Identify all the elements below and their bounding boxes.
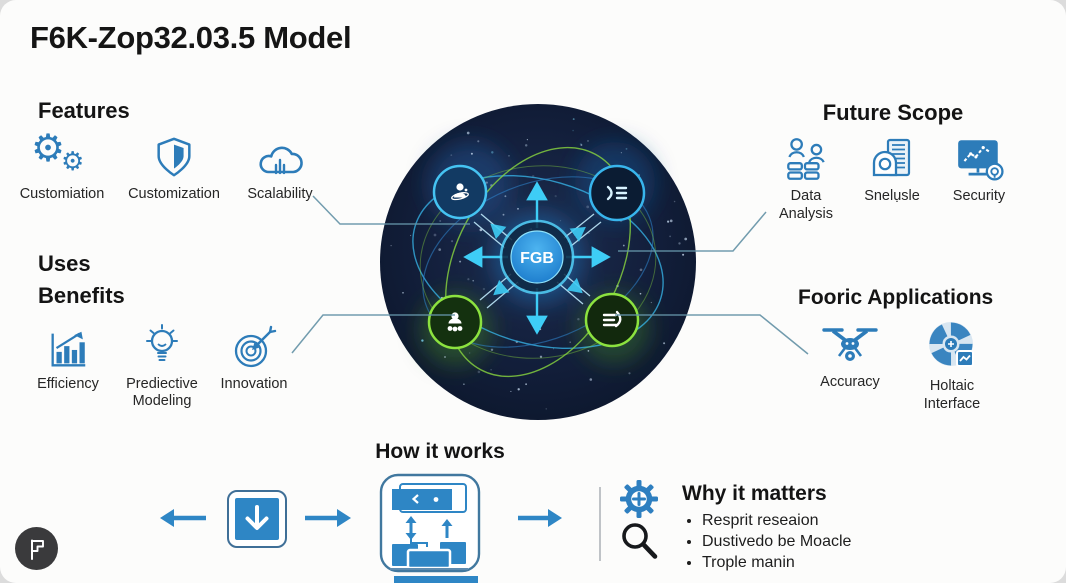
fooric-applications-section: Fooric Applications Accuracy bbox=[798, 286, 1018, 413]
why-bullet: Resprit reseaion bbox=[702, 510, 1012, 531]
data-team-icon bbox=[781, 132, 831, 184]
flow-arrow-left-icon bbox=[160, 505, 208, 531]
center-node-label: FGB bbox=[520, 250, 554, 267]
future-item: Data Analysis bbox=[765, 132, 847, 223]
node-user-group bbox=[429, 296, 481, 348]
why-bullet: Trople manin bbox=[702, 552, 1012, 573]
bar-chart-icon bbox=[45, 320, 91, 372]
features-section: Features ⚙⚙ Customiation Customization bbox=[30, 98, 350, 204]
uses-benefits-section: Uses Benefits Efficiency bbox=[30, 248, 340, 411]
application-label: Accuracy bbox=[820, 374, 880, 392]
future-scope-section: Future Scope Data Analysis bbox=[765, 100, 1021, 223]
benefit-label: Efficiency bbox=[37, 376, 99, 394]
node-list-blue bbox=[590, 166, 644, 220]
gear-plus-icon bbox=[618, 478, 660, 520]
magnifier-icon bbox=[616, 519, 660, 563]
future-item: Security bbox=[937, 132, 1021, 206]
benefit-item: Innovation bbox=[208, 320, 300, 394]
uses-heading: Uses bbox=[38, 248, 340, 280]
future-scope-heading: Future Scope bbox=[765, 100, 1021, 126]
future-label: Security bbox=[953, 188, 1005, 206]
application-label: Holtaic Interface bbox=[912, 378, 992, 413]
cloud-scale-icon bbox=[256, 130, 304, 182]
feature-item: Scalability bbox=[232, 130, 328, 204]
flag-button[interactable] bbox=[15, 527, 58, 570]
node-users bbox=[434, 166, 486, 218]
bottom-blue-strip bbox=[394, 576, 478, 583]
why-bullet: Dustivedo be Moacle bbox=[702, 531, 1012, 552]
benefit-item: Efficiency bbox=[20, 320, 116, 394]
why-it-matters-heading: Why it matters bbox=[682, 482, 1012, 506]
circular-interface-icon bbox=[924, 318, 980, 374]
gears-icon: ⚙⚙ bbox=[31, 130, 93, 182]
page-title: F6K-Zop32.03.5 Model bbox=[30, 20, 351, 56]
benefit-item: Prediective Modeling bbox=[116, 320, 208, 411]
shield-icon bbox=[151, 130, 197, 182]
list-arrow-icon bbox=[608, 187, 626, 199]
future-item: Snelụsle bbox=[847, 132, 937, 206]
future-label: Data Analysis bbox=[774, 188, 838, 223]
benefit-label: Prediective Modeling bbox=[119, 376, 205, 411]
vertical-divider bbox=[599, 487, 601, 561]
flag-icon bbox=[26, 537, 48, 561]
node-list-green bbox=[586, 294, 638, 346]
monitor-chart-icon bbox=[954, 132, 1004, 184]
benefits-heading: Benefits bbox=[38, 280, 340, 312]
download-box-icon bbox=[227, 490, 287, 548]
node-center-fgb: FGB bbox=[501, 221, 573, 293]
why-it-matters-list: Resprit reseaion Dustivedo be Moacle Tro… bbox=[682, 510, 1012, 573]
feature-item: Customization bbox=[116, 130, 232, 204]
flow-arrow-right-icon bbox=[303, 505, 351, 531]
benefit-label: Innovation bbox=[221, 376, 288, 394]
how-it-works-heading: How it works bbox=[355, 440, 525, 464]
network-diagram: FGB bbox=[378, 102, 698, 422]
lightbulb-icon bbox=[138, 320, 186, 372]
target-icon bbox=[230, 320, 278, 372]
future-label: Snelụsle bbox=[864, 188, 920, 206]
fooric-applications-heading: Fooric Applications bbox=[798, 286, 1018, 310]
person-document-icon bbox=[868, 132, 916, 184]
feature-item: ⚙⚙ Customiation bbox=[8, 130, 116, 204]
why-it-matters-section: Why it matters Resprit reseaion Dustived… bbox=[682, 482, 1012, 573]
drone-icon bbox=[820, 318, 880, 370]
process-diagram-icon bbox=[378, 472, 482, 574]
feature-label: Scalability bbox=[247, 186, 312, 204]
features-heading: Features bbox=[38, 98, 350, 124]
application-item: Accuracy bbox=[798, 318, 902, 392]
feature-label: Customization bbox=[128, 186, 220, 204]
application-item: Holtaic Interface bbox=[902, 318, 1002, 413]
feature-label: Customiation bbox=[20, 186, 105, 204]
flow-arrow-right2-icon bbox=[516, 505, 562, 531]
